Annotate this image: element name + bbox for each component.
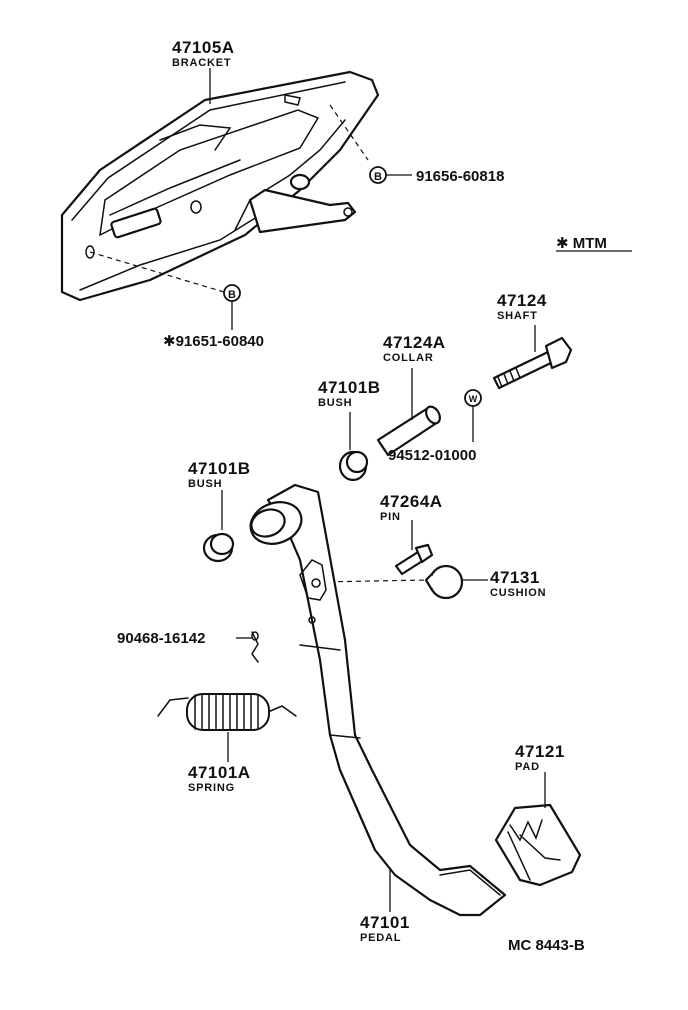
cushion-name: CUSHION: [490, 587, 546, 599]
bush-right-number: 47101B: [318, 378, 381, 397]
spring-name: SPRING: [188, 782, 235, 794]
svg-text:B: B: [374, 171, 382, 183]
spring-number: 47101A: [188, 763, 251, 782]
collar-number: 47124A: [383, 333, 446, 352]
bolt-a-number: 91656-60818: [416, 168, 504, 185]
svg-text:W: W: [469, 394, 478, 404]
pin-name: PIN: [380, 511, 401, 523]
bush-left-name: BUSH: [188, 478, 222, 490]
bolt-marker-lower: B: [223, 284, 241, 302]
pad-number: 47121: [515, 742, 565, 761]
pad-name: PAD: [515, 761, 540, 773]
bush-right-name: BUSH: [318, 397, 352, 409]
cushion-drawing: [424, 564, 464, 600]
bracket-name: BRACKET: [172, 57, 231, 69]
shaft-number: 47124: [497, 291, 547, 310]
pedal-number: 47101: [360, 913, 410, 932]
clip-number: 90468-16142: [117, 630, 205, 647]
pedal-drawing: [249, 483, 507, 917]
pin-number: 47264A: [380, 492, 443, 511]
drawing-code: MC 8443-B: [508, 937, 585, 954]
bush-left-drawing: [202, 532, 235, 563]
bolt-b-number: ✱91651-60840: [163, 333, 264, 350]
bracket-number: 47105A: [172, 38, 235, 57]
cushion-number: 47131: [490, 568, 540, 587]
collar-drawing: [376, 405, 441, 457]
washer-number: 94512-01000: [388, 447, 476, 464]
pad-drawing: [494, 803, 582, 887]
bush-left-number: 47101B: [188, 459, 251, 478]
pin-drawing: [394, 543, 434, 576]
svg-text:B: B: [228, 289, 236, 301]
shaft-drawing: [492, 336, 573, 390]
spring-drawing: [157, 693, 297, 731]
collar-name: COLLAR: [383, 352, 434, 364]
bracket-drawing: [60, 70, 380, 302]
bush-right-drawing: [338, 450, 369, 482]
bolt-marker-upper: B: [369, 166, 387, 184]
pedal-name: PEDAL: [360, 932, 401, 944]
shaft-name: SHAFT: [497, 310, 538, 322]
clip-drawing: [251, 631, 259, 663]
mtm-note: ✱ MTM: [556, 235, 607, 252]
washer-marker: W: [464, 389, 482, 407]
